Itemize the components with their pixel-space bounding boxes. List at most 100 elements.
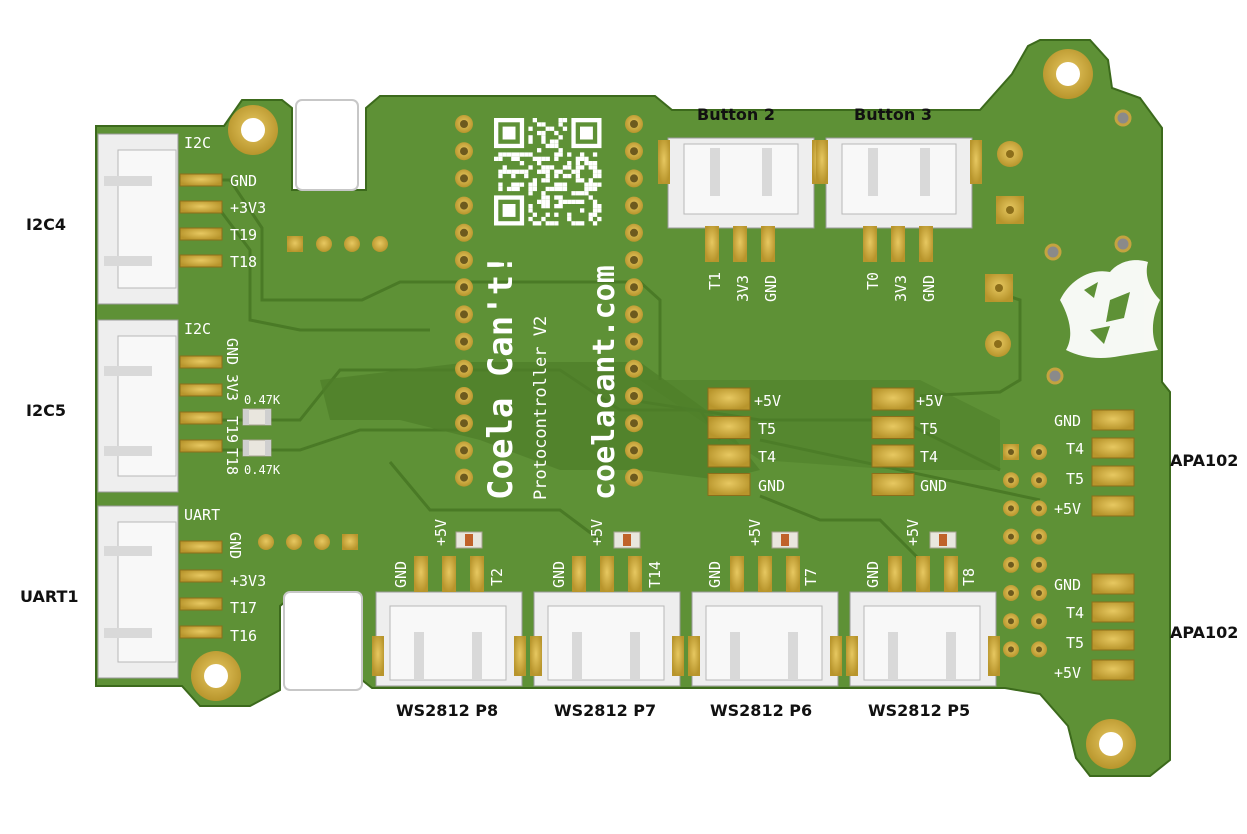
p7-pin-gnd: GND [550,561,568,588]
jumper-pad [707,473,751,496]
apa2-pin-3: T5 [1066,634,1084,652]
uart-pin-1: GND [226,532,244,559]
label-ws-p6: WS2812 P6 [710,701,812,720]
slot-bottom [283,591,363,691]
button2-pin-3: GND [762,275,780,302]
apa2-pin-2: T4 [1066,604,1084,622]
apa1-pin-3: T5 [1066,470,1084,488]
uart-pin-2: +3V3 [230,572,266,590]
mount-hole-br [1086,719,1136,769]
uart-pin-3: T17 [230,599,257,617]
label-apa102-1: APA102 [1170,451,1238,470]
i2c4-pin-4: T18 [230,253,257,271]
board-subtitle: Protocontroller V2 [531,316,551,500]
p8-pin-5v: +5V [432,519,450,546]
ws2812-connector [372,531,526,687]
i2c5-pin-3: T19 [223,416,241,443]
button3-pin-3: GND [920,275,938,302]
outer-labels: I2C4 I2C5 UART1 Button 2 Button 3 APA102… [20,105,1238,720]
jst-left-pads [179,173,223,639]
p5-pin-data: T8 [960,568,978,586]
apa2-pin-4: +5V [1054,664,1081,682]
jumper1-label-2: T5 [758,420,776,438]
jst-uart [97,505,179,679]
resistor-r2-value: 0.47K [244,463,281,477]
p6-pin-gnd: GND [706,561,724,588]
label-uart1: UART1 [20,587,79,606]
mount-hole-tl [228,105,278,155]
jumper-pads [707,387,915,496]
p7-pin-data: T14 [646,561,664,588]
right-small-holes [1044,109,1132,385]
uart-pin-4: T16 [230,627,257,645]
slot-top [295,99,359,191]
button3-pin-2: 3V3 [892,275,910,302]
p5-pin-gnd: GND [864,561,882,588]
i2c4-header-label: I2C [184,134,211,152]
label-button-3: Button 3 [854,105,932,124]
copper-pour [320,362,760,480]
mount-hole-tr [1043,49,1093,99]
header-row-top [287,236,388,252]
board-url: coelacant.com [587,265,622,500]
dragon-logo [1060,260,1160,358]
right-test-pads [985,141,1024,357]
p6-pin-5v: +5V [746,519,764,546]
label-apa102-2: APA102 [1170,623,1238,642]
button2-pin-2: 3V3 [734,275,752,302]
label-ws-p7: WS2812 P7 [554,701,656,720]
i2c4-pin-1: GND [230,172,257,190]
label-ws-p5: WS2812 P5 [868,701,970,720]
p7-pin-5v: +5V [588,519,606,546]
jumper1-label-1: +5V [754,392,781,410]
jst-button-2 [658,137,824,262]
mcu-pins-left [455,115,473,487]
apa102-pads-2 [1091,573,1135,681]
header-row-bottom [258,534,358,550]
jumper2-label-3: T4 [920,448,938,466]
resistor-r1-value: 0.47K [244,393,281,407]
resistor-r2 [242,439,272,457]
jumper1-label-3: T4 [758,448,776,466]
p6-pin-data: T7 [802,568,820,586]
jumper-pad [871,416,915,439]
apa2-pin-1: GND [1054,576,1081,594]
mount-hole-bl [191,651,241,701]
ws2812-connector [846,531,1000,687]
jumper-pad [871,444,915,468]
i2c5-pin-2: 3V3 [223,374,241,401]
jst-button-3 [816,137,982,262]
label-i2c5: I2C5 [26,401,66,420]
jumper-pad [871,473,915,496]
jst-i2c5 [97,319,179,493]
i2c4-pin-3: T19 [230,226,257,244]
silkscreen: I2C GND +3V3 T19 T18 I2C GND 3V3 T19 T18… [184,134,1084,682]
button3-pin-1: T0 [864,272,882,290]
ws2812-connector [688,531,842,687]
jumper1-label-4: GND [758,477,785,495]
jumper2-label-2: T5 [920,420,938,438]
label-i2c4: I2C4 [26,215,66,234]
apa1-pin-2: T4 [1066,440,1084,458]
p8-pin-gnd: GND [392,561,410,588]
p5-pin-5v: +5V [904,519,922,546]
label-ws-p8: WS2812 P8 [396,701,498,720]
label-button-2: Button 2 [697,105,775,124]
mount-holes [191,49,1136,769]
pin-matrix [1003,444,1047,658]
jumper2-label-4: GND [920,477,947,495]
jst-i2c4 [97,133,179,305]
jumper2-label-1: +5V [916,392,943,410]
jumper-pad [871,387,915,411]
mcu-pins-right [625,115,643,487]
apa1-pin-4: +5V [1054,500,1081,518]
qr-code [491,115,605,229]
i2c4-pin-2: +3V3 [230,199,266,217]
jumper-pad [707,387,751,411]
uart-header-label: UART [184,506,220,524]
board-title: Coela Can't! [481,254,521,500]
resistor-r1 [242,408,272,426]
i2c5-pin-1: GND [223,338,241,365]
ws2812-connectors [372,531,1000,687]
